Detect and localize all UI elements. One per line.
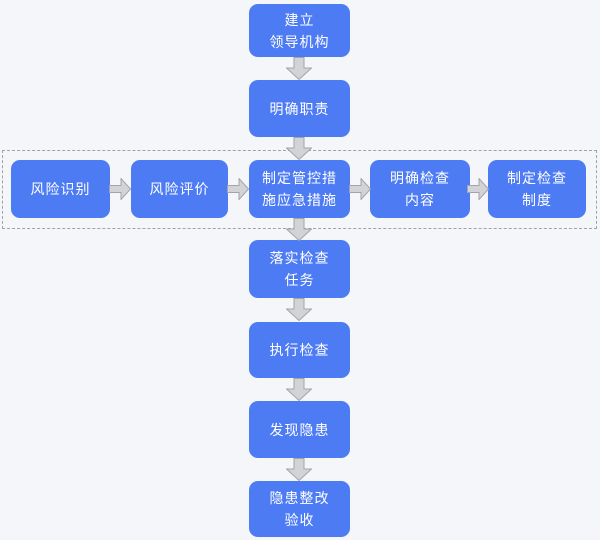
node-discover-hazards: 发现隐患: [249, 401, 350, 458]
arrow-down-icon: [286, 57, 312, 80]
node-clarify-duties: 明确职责: [249, 80, 350, 137]
arrow-down-icon: [286, 137, 312, 160]
node-implement-inspection-tasks: 落实检查 任务: [249, 240, 350, 298]
arrow-down-icon: [286, 458, 312, 481]
node-hazard-rectification-acceptance: 隐患整改 验收: [249, 481, 350, 537]
node-control-emergency-measures: 制定管控措 施应急措施: [249, 160, 350, 218]
node-clarify-inspection-content: 明确检查 内容: [370, 160, 470, 218]
node-risk-evaluation: 风险评价: [131, 160, 228, 218]
node-risk-identification: 风险识别: [11, 160, 110, 218]
arrow-right-icon: [349, 178, 371, 200]
arrow-down-icon: [286, 378, 312, 401]
arrow-right-icon: [467, 178, 489, 200]
arrow-right-icon: [227, 178, 249, 200]
node-execute-inspection: 执行检查: [249, 322, 350, 378]
arrow-down-icon: [286, 218, 312, 241]
node-establish-leadership: 建立 领导机构: [249, 4, 350, 57]
arrow-down-icon: [286, 298, 312, 321]
arrow-right-icon: [109, 178, 131, 200]
node-establish-inspection-system: 制定检查 制度: [488, 160, 586, 218]
